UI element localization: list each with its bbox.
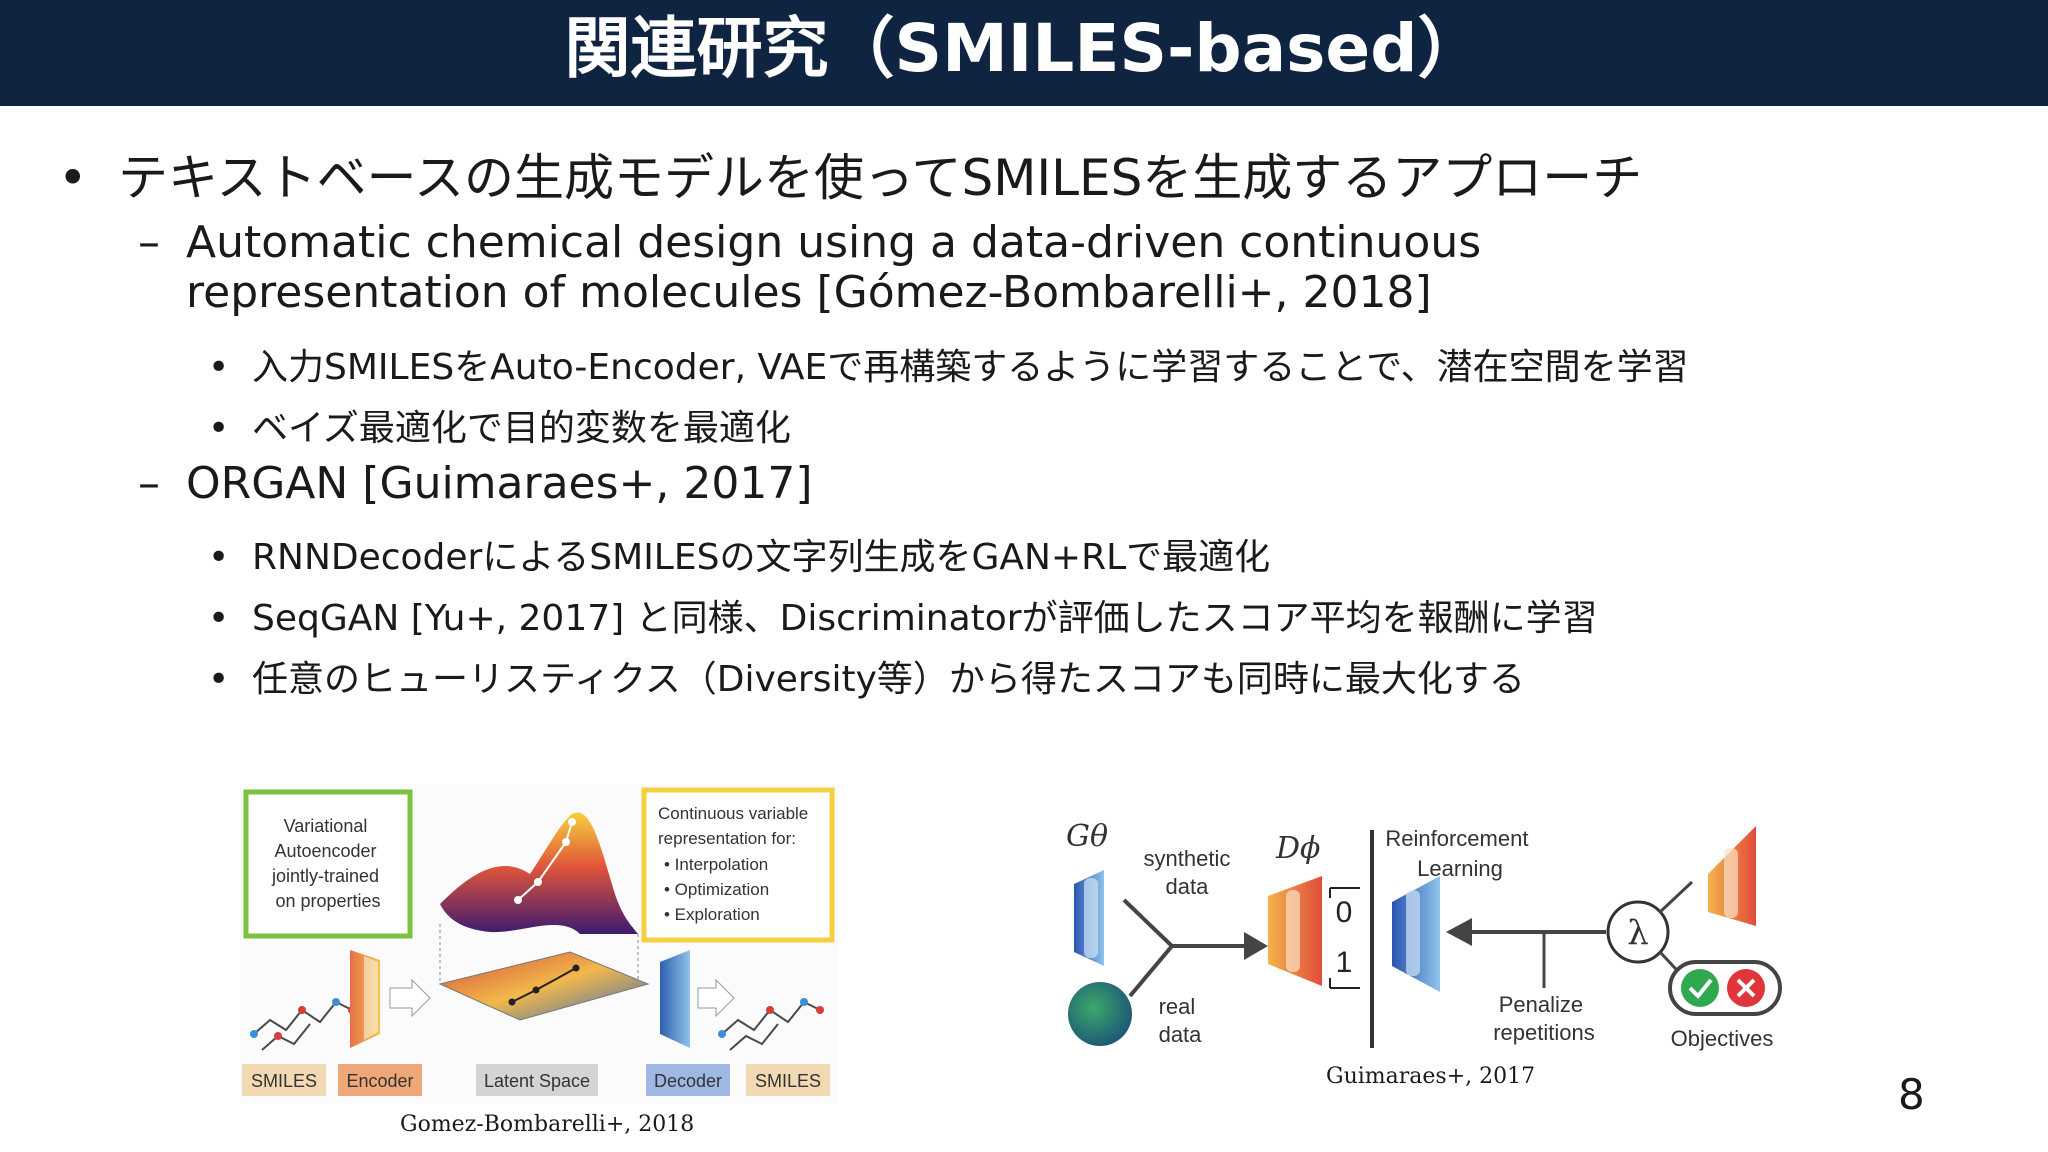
rl-label: Learning — [1417, 856, 1503, 881]
organ-caption: Guimaraes+, 2017 — [1326, 1064, 1536, 1089]
svg-text:Variational Autoencoder: Variational Autoencoder jointly-trained … — [271, 816, 384, 911]
bullet-dot: • — [208, 347, 230, 388]
vae-box-left-line: jointly-trained — [271, 866, 379, 886]
vae-box-right-line: • Optimization — [664, 880, 769, 899]
output-zero: 0 — [1336, 896, 1353, 929]
lambda-symbol: λ — [1627, 913, 1649, 953]
penalize-label: repetitions — [1493, 1020, 1595, 1045]
bullet-dot: • — [208, 598, 230, 639]
check-icon — [1681, 969, 1719, 1007]
output-one: 1 — [1336, 946, 1353, 979]
bullet-dot: • — [208, 659, 230, 700]
arrow — [389, 978, 431, 1018]
discriminator-label: Dϕ — [1275, 831, 1321, 866]
vae-box-right — [641, 787, 835, 943]
arrow — [697, 978, 735, 1018]
point-text: SeqGAN [Yu+, 2017] と同様、Discriminatorが評価し… — [252, 598, 1598, 639]
vae-label: Encoder — [346, 1071, 413, 1091]
vae-box-left — [243, 789, 413, 939]
earth-icon — [1068, 982, 1132, 1046]
rl-label: Reinforcement — [1385, 826, 1528, 851]
vae-box-left-line: on properties — [275, 891, 380, 911]
bullet-dash: – — [138, 458, 160, 509]
vae-label: SMILES — [251, 1071, 317, 1091]
svg-text:Reinforcement Learning: Reinforcement Learning — [1385, 826, 1534, 881]
vae-box-left-line: Autoencoder — [274, 841, 376, 861]
generator-label: Gθ — [1066, 819, 1108, 854]
slide-title: 関連研究（SMILES-based） — [564, 10, 1484, 87]
point-2-3: • 任意のヒューリスティクス（Diversity等）から得たスコアも同時に最大化す… — [208, 650, 1525, 702]
real-label: data — [1159, 1022, 1203, 1047]
penalize-label: Penalize — [1499, 992, 1583, 1017]
point-text: 入力SMILESをAuto-Encoder, VAEで再構築するように学習するこ… — [252, 347, 1689, 388]
bullet-dot: • — [208, 537, 230, 578]
objectives-label: Objectives — [1671, 1026, 1774, 1051]
bullet-dot: • — [208, 408, 230, 449]
vae-label: SMILES — [755, 1071, 821, 1091]
vae-box-right-line: • Interpolation — [664, 855, 768, 874]
sub-bullet-1: – Automatic chemical design using a data… — [138, 217, 1806, 318]
arrow — [1244, 932, 1268, 960]
vae-figure: Variational Autoencoder jointly-trained … — [240, 784, 838, 1104]
vae-box-right-line: representation for: — [658, 829, 796, 848]
vae-box-left-line: Variational — [284, 816, 368, 836]
organ-figure: Gθ synthetic data real data Dϕ 0 1 Reinf… — [1066, 819, 1782, 1051]
vae-box-right-line: • Exploration — [664, 905, 760, 924]
sub-bullet-1-text: Automatic chemical design using a data-d… — [186, 217, 1482, 318]
point-text: 任意のヒューリスティクス（Diversity等）から得たスコアも同時に最大化する — [252, 659, 1525, 700]
bullet-dot: • — [58, 149, 88, 207]
svg-text:Continuous variable repres: Continuous variable representation for: … — [658, 804, 813, 924]
svg-text:synthetic data real: synthetic data real data — [1144, 846, 1237, 1047]
synthetic-label: data — [1166, 874, 1210, 899]
point-1-1: • 入力SMILESをAuto-Encoder, VAEで再構築するように学習する… — [208, 338, 1689, 390]
lambda-node — [1606, 900, 1670, 964]
main-bullet-text: テキストベースの生成モデルを使ってSMILESを生成するアプローチ — [118, 149, 1643, 207]
svg-text:Penalize repetitions: Penalize repetitions — [1493, 992, 1595, 1045]
bullet-dash: – — [138, 217, 160, 268]
real-label: real — [1159, 994, 1196, 1019]
page-number: 8 — [1898, 1070, 1925, 1119]
point-2-2: • SeqGAN [Yu+, 2017] と同様、Discriminatorが評価… — [208, 589, 1598, 641]
vae-label: Decoder — [654, 1071, 722, 1091]
synthetic-label: synthetic — [1144, 846, 1231, 871]
sub-bullet-2: –ORGAN [Guimaraes+, 2017] — [138, 458, 813, 509]
main-bullet: • テキストベースの生成モデルを使ってSMILESを生成するアプローチ — [58, 138, 1642, 210]
vae-label: Latent Space — [484, 1071, 590, 1091]
latent-surface — [440, 812, 638, 934]
sub-bullet-2-text: ORGAN [Guimaraes+, 2017] — [186, 458, 813, 509]
vae-box-right-line: Continuous variable — [658, 804, 808, 823]
point-1-2: • ベイズ最適化で目的変数を最適化 — [208, 399, 791, 451]
arrow — [1446, 918, 1472, 946]
title-bar: 関連研究（SMILES-based） — [0, 0, 2048, 106]
point-text: ベイズ最適化で目的変数を最適化 — [252, 408, 791, 449]
vae-caption: Gomez-Bombarelli+, 2018 — [400, 1112, 695, 1137]
point-2-1: • RNNDecoderによるSMILESの文字列生成をGAN+RLで最適化 — [208, 528, 1270, 580]
decoder-network — [660, 950, 690, 1048]
point-text: RNNDecoderによるSMILESの文字列生成をGAN+RLで最適化 — [252, 537, 1271, 578]
